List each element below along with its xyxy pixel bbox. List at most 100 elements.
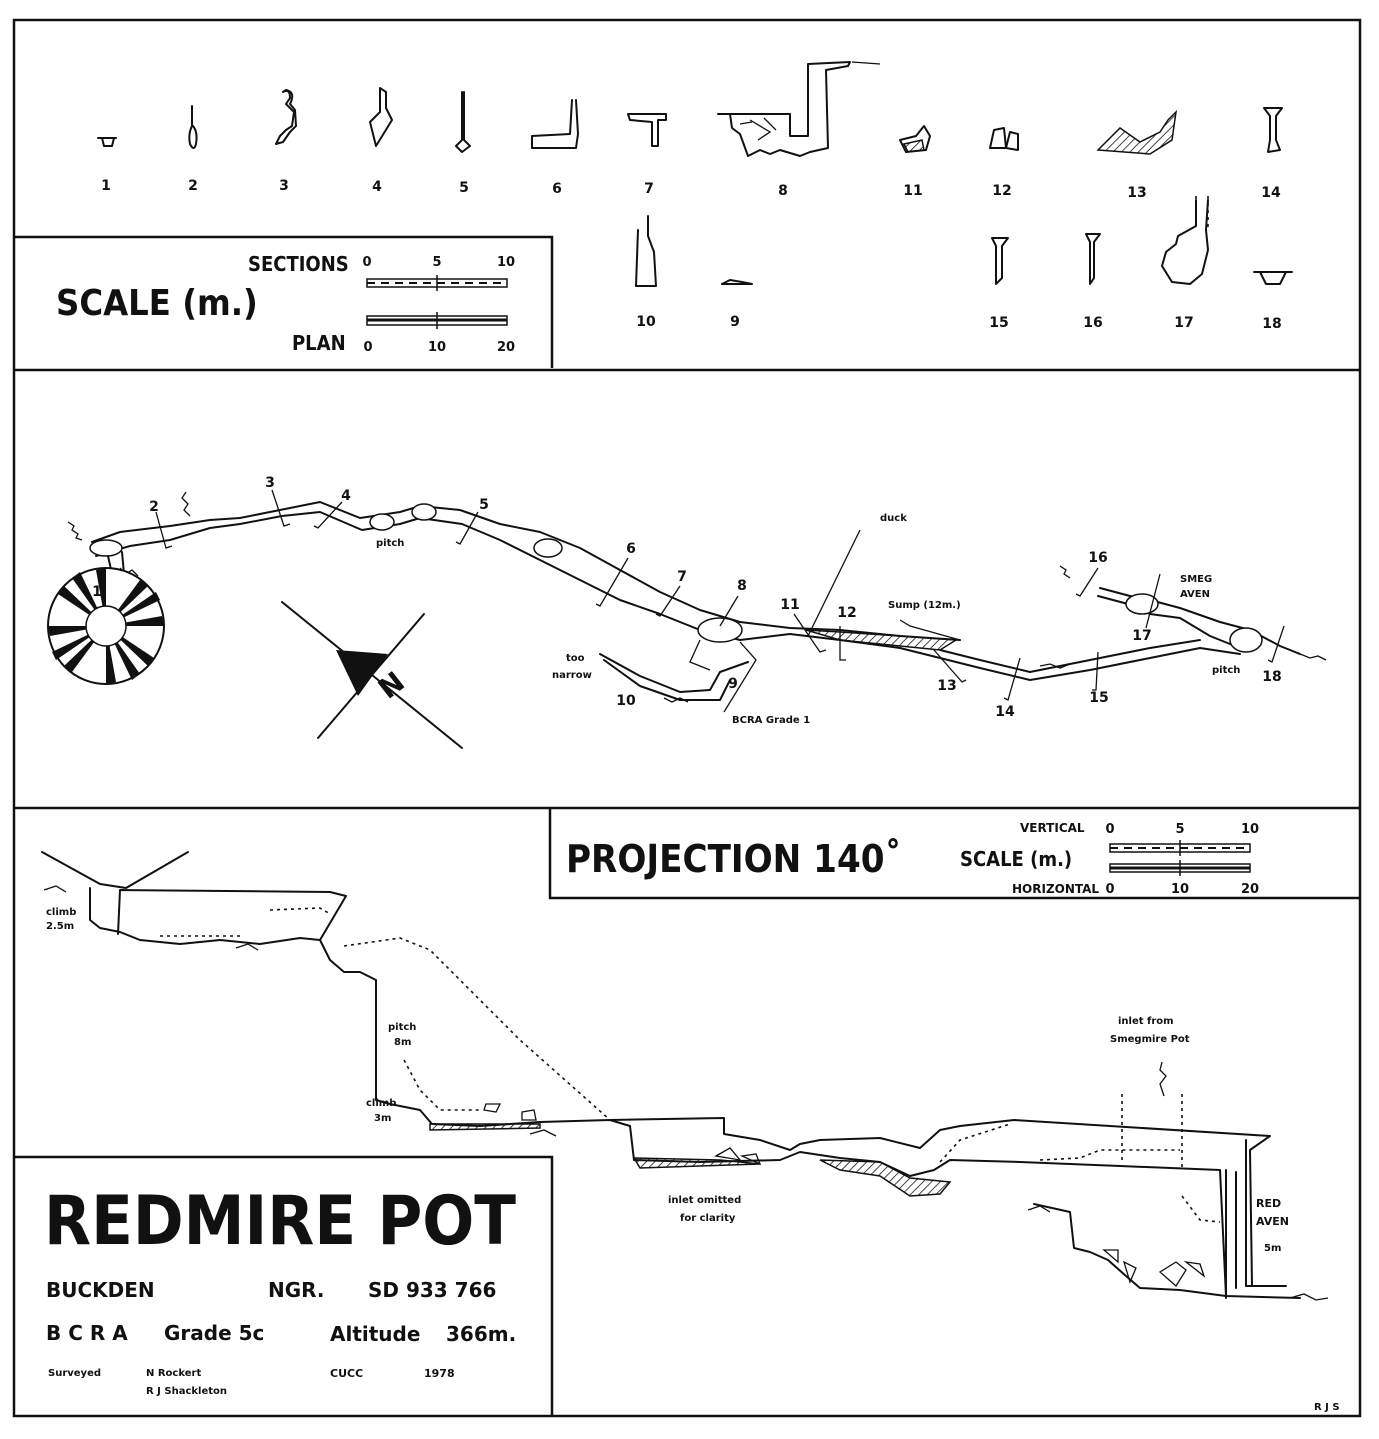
plan-scale-tick: 20	[497, 340, 515, 355]
plan-label-sump: Sump (12m.)	[888, 600, 961, 611]
surveyor-2: R J Shackleton	[146, 1386, 227, 1397]
plan-station-number: 14	[995, 704, 1015, 720]
plan-station-number: 8	[737, 578, 747, 594]
section-number: 6	[552, 181, 562, 197]
plan-station-number: 4	[341, 488, 351, 504]
title-block: REDMIRE POT BUCKDEN NGR. SD 933 766 B C …	[14, 1155, 554, 1416]
section-number: 3	[279, 178, 289, 194]
horizontal-scale-bar	[1109, 860, 1251, 876]
section-6-shape	[531, 99, 579, 149]
plan-side-branch	[599, 653, 749, 701]
elevation-red-aven-chamber	[1033, 1203, 1301, 1299]
plan-label-duck: duck	[880, 513, 907, 524]
plan-scale-tick: 0	[363, 340, 372, 355]
plan-station-number: 7	[677, 569, 687, 585]
section-18-shape	[1253, 271, 1293, 285]
sections-scale-label: SECTIONS	[248, 252, 349, 276]
section-number: 2	[188, 178, 198, 194]
section-4-shape	[369, 87, 393, 147]
section-number: 15	[989, 315, 1008, 331]
ngr-value: SD 933 766	[368, 1278, 496, 1302]
plan-station-number: 2	[149, 499, 159, 515]
bcra-label: B C R A	[46, 1321, 128, 1345]
bcra-grade: Grade 5c	[164, 1321, 264, 1345]
elevation-roof	[609, 1117, 1271, 1287]
cave-name: REDMIRE POT	[44, 1182, 516, 1261]
elev-label-aven: AVEN	[1256, 1215, 1289, 1228]
vertical-scale-tick: 5	[1175, 822, 1184, 837]
elev-label-red: RED	[1256, 1197, 1281, 1210]
projection-title: PROJECTION 140˚	[566, 837, 902, 881]
plan-view: N pitch duck Sump (12m.) SMEG AVEN pitch…	[47, 475, 1327, 749]
north-label: N	[372, 665, 411, 705]
elev-label-climb-2-height: 3m	[374, 1113, 391, 1124]
plan-station-number: 11	[780, 597, 799, 613]
plan-label-too: too	[566, 653, 585, 664]
plan-stream-marks	[67, 491, 1327, 703]
sections-scale-tick: 0	[362, 255, 371, 270]
surveyor-1: N Rockert	[146, 1368, 201, 1379]
section-10-shape	[635, 215, 657, 287]
sections-scale-tick: 5	[432, 255, 441, 270]
elevation-descent	[319, 939, 1227, 1297]
sections-scale-bar	[366, 275, 508, 291]
plan-station-number: 12	[837, 605, 856, 621]
section-number: 16	[1083, 315, 1102, 331]
club: CUCC	[330, 1367, 363, 1380]
scale-title: SCALE (m.)	[56, 283, 258, 324]
section-8-shape	[717, 61, 881, 157]
section-1-shape	[97, 137, 117, 147]
section-16-shape	[1085, 233, 1101, 285]
plan-station-ticks	[155, 489, 1285, 701]
altitude-label: Altitude	[330, 1322, 420, 1346]
horizontal-scale-tick: 20	[1241, 882, 1259, 897]
section-number: 9	[730, 314, 740, 330]
altitude-value: 366m.	[446, 1322, 516, 1346]
plan-station-number: 16	[1088, 550, 1107, 566]
surveyed-label: Surveyed	[48, 1368, 101, 1379]
plan-station-number: 13	[937, 678, 956, 694]
survey-year: 1978	[424, 1367, 455, 1380]
section-2-shape	[188, 105, 198, 149]
plan-scale-tick: 10	[428, 340, 446, 355]
plan-station-number: 15	[1089, 690, 1108, 706]
plan-label-smeg: SMEG	[1180, 574, 1212, 585]
plan-label-bcra-grade: BCRA Grade 1	[732, 715, 810, 726]
elev-label-aven-height: 5m	[1264, 1243, 1281, 1254]
plan-station-number: 9	[728, 676, 738, 692]
section-number: 12	[992, 183, 1011, 199]
elevation-boulders	[483, 1103, 1206, 1287]
sections-scale-tick: 10	[497, 255, 515, 270]
horizontal-scale-label: HORIZONTAL	[1012, 882, 1099, 896]
plan-scale-bar	[366, 312, 508, 329]
section-number: 11	[903, 183, 922, 199]
elevation-upper-passage	[89, 887, 347, 945]
elevation-hatch-1	[429, 1123, 541, 1131]
projection-box: PROJECTION 140˚ SCALE (m.) VERTICAL HORI…	[548, 808, 1360, 900]
elev-label-climb-height: 2.5m	[46, 921, 74, 932]
section-number: 18	[1262, 316, 1281, 332]
vertical-scale-bar	[1109, 840, 1251, 856]
plan-scale-label: PLAN	[292, 331, 346, 355]
section-number: 10	[636, 314, 656, 330]
section-7-shape	[627, 113, 667, 147]
vertical-scale-tick: 10	[1241, 822, 1259, 837]
plan-passage-left-wall	[91, 501, 961, 641]
plan-station-number: 6	[626, 541, 636, 557]
cross-sections: 1 2 3 4 5 6 7 8 11 12 13 14 10 9 15 16 1…	[97, 61, 1293, 332]
section-number: 4	[372, 179, 382, 195]
elevation-hatch-2	[632, 1157, 761, 1169]
section-3-shape	[275, 89, 297, 145]
plan-station-number: 5	[479, 497, 489, 513]
plan-station-number: 10	[616, 693, 636, 709]
vertical-scale-tick: 0	[1105, 822, 1114, 837]
section-number: 14	[1261, 185, 1281, 201]
section-11-shape	[899, 125, 931, 153]
section-15-shape	[991, 237, 1009, 285]
plan-passage-right-wall-b	[939, 639, 1201, 673]
entrance-rose	[47, 567, 165, 685]
section-17-shape	[1161, 196, 1209, 285]
plan-label-pitch-2: pitch	[1212, 665, 1240, 676]
elevation-stream-marks	[43, 885, 1329, 1301]
elev-label-smegmire-pot: Smegmire Pot	[1110, 1034, 1190, 1045]
